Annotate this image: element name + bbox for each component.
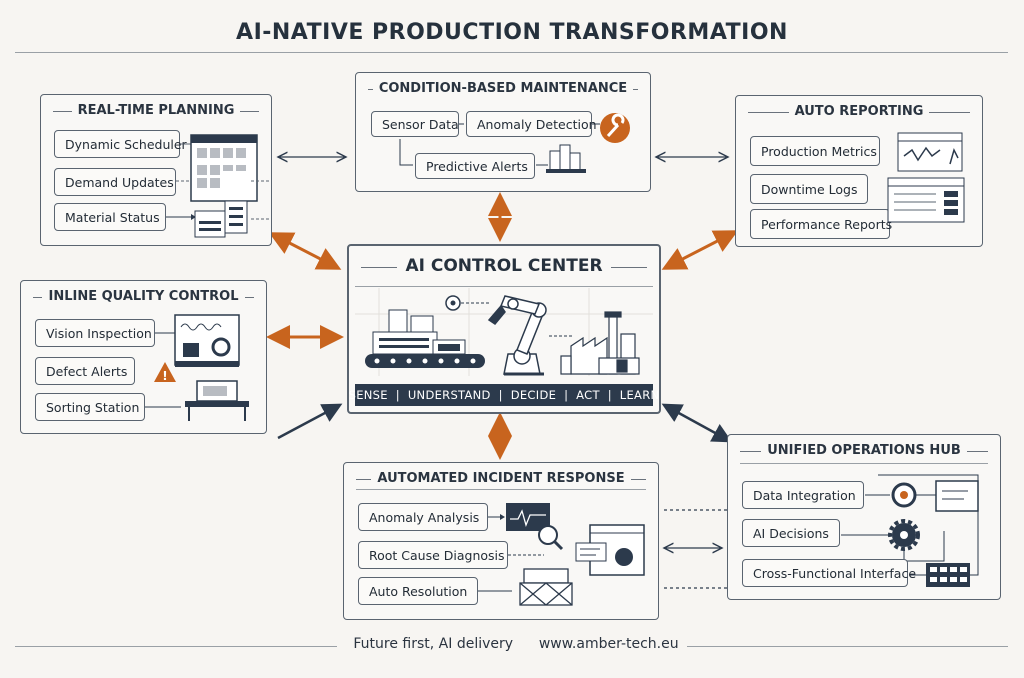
integration-node-icon [891, 482, 917, 508]
wrench-icon [600, 113, 630, 143]
item-performance-reports[interactable]: Performance Reports [750, 209, 892, 239]
panel-condition-based-maintenance: CONDITION-BASED MAINTENANCE Sensor Data … [355, 72, 651, 192]
footer-url[interactable]: www.amber-tech.eu [538, 636, 679, 652]
crate-icon [519, 568, 573, 606]
panel-real-time-planning: REAL-TIME PLANNING Dynamic Scheduler Dem… [40, 94, 272, 246]
item-material-status[interactable]: Material Status [54, 203, 166, 231]
grid-table-icon [926, 563, 970, 587]
footer: Future first, AI delivery www.amber-tech… [0, 636, 1024, 652]
item-cross-functional-interface[interactable]: Cross-Functional Interface [742, 559, 916, 587]
process-banner: SENSE | UNDERSTAND | DECIDE | ACT | LEAR… [349, 384, 659, 406]
item-demand-updates[interactable]: Demand Updates [54, 168, 176, 196]
item-auto-resolution[interactable]: Auto Resolution [358, 577, 478, 605]
panel-auto-reporting: AUTO REPORTING Production Metrics Downti… [735, 95, 983, 247]
panel-title: REAL-TIME PLANNING [71, 103, 241, 118]
item-data-integration[interactable]: Data Integration [742, 481, 864, 509]
panel-unified-operations-hub: UNIFIED OPERATIONS HUB Data Integration … [727, 434, 1001, 600]
item-downtime-logs[interactable]: Downtime Logs [750, 174, 868, 204]
panel-title: AUTO REPORTING [788, 104, 930, 119]
svg-text:!: ! [162, 369, 167, 383]
warning-icon: ! [154, 362, 176, 383]
arrow-reporting-center [661, 230, 739, 270]
item-defect-alerts[interactable]: Defect Alerts [35, 357, 135, 385]
sorting-machine-icon [185, 380, 249, 421]
panel-title: AI CONTROL CENTER [397, 256, 611, 276]
footer-tagline: Future first, AI delivery [345, 636, 522, 652]
panel-title: AUTOMATED INCIDENT RESPONSE [371, 471, 631, 486]
item-dynamic-scheduler[interactable]: Dynamic Scheduler [54, 130, 187, 158]
robot-arm-icon [487, 295, 547, 376]
document-window-icon [935, 480, 979, 512]
panel-ai-control-center: AI CONTROL CENTER SENSE | UNDERSTAND | D… [347, 244, 661, 414]
item-ai-decisions[interactable]: AI Decisions [742, 519, 840, 547]
arrow-center-hub [661, 403, 733, 443]
magnifier-icon [538, 525, 564, 551]
item-sensor-data[interactable]: Sensor Data [371, 111, 459, 137]
factory-automation-illustration [355, 288, 653, 376]
factory-icon [560, 311, 640, 375]
panel-title: UNIFIED OPERATIONS HUB [761, 443, 967, 458]
monitor-waveform-icon [506, 503, 550, 531]
log-window-icon [887, 177, 965, 223]
panel-title: CONDITION-BASED MAINTENANCE [372, 81, 634, 96]
item-production-metrics[interactable]: Production Metrics [750, 136, 880, 166]
arrow-quality-to-center [277, 403, 343, 440]
item-anomaly-detection[interactable]: Anomaly Detection [466, 111, 597, 137]
line-chart-icon [897, 132, 963, 172]
title-divider [15, 52, 1008, 53]
scheduler-screen-icon [166, 134, 269, 238]
page-title: AI-NATIVE PRODUCTION TRANSFORMATION [236, 20, 788, 45]
panel-inline-quality-control: INLINE QUALITY CONTROL Vision Inspection… [20, 280, 267, 434]
panel-title: INLINE QUALITY CONTROL [42, 289, 245, 304]
conveyor-icon [365, 309, 485, 368]
panel-automated-incident-response: AUTOMATED INCIDENT RESPONSE Anomaly Anal… [343, 462, 659, 620]
item-root-cause-diagnosis[interactable]: Root Cause Diagnosis [358, 541, 508, 569]
item-vision-inspection[interactable]: Vision Inspection [35, 319, 155, 347]
arrow-planning-center [268, 232, 342, 270]
gear-icon [888, 519, 920, 551]
factory-chart-icon [546, 144, 586, 173]
item-predictive-alerts[interactable]: Predictive Alerts [415, 153, 535, 179]
item-anomaly-analysis[interactable]: Anomaly Analysis [358, 503, 488, 531]
diagnosis-window-icon [575, 524, 645, 576]
camera-inspection-icon [174, 314, 240, 367]
item-sorting-station[interactable]: Sorting Station [35, 393, 145, 421]
